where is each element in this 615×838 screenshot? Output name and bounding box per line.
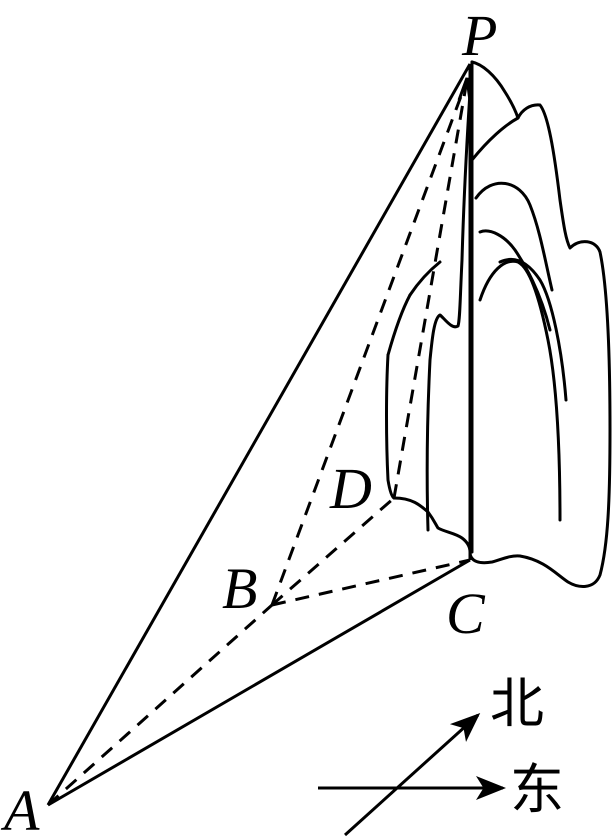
north-label: 北	[490, 672, 544, 735]
mountain-illustration	[385, 60, 612, 588]
line-BD	[271, 496, 395, 607]
line-AC	[47, 558, 471, 807]
label-A: A	[0, 778, 40, 838]
line-PA	[46, 63, 472, 806]
compass: 北 东	[318, 672, 564, 837]
line-DP	[392, 79, 469, 499]
arrowhead-P	[457, 77, 472, 102]
east-label: 东	[510, 758, 564, 821]
label-C: C	[446, 581, 486, 646]
label-D: D	[329, 456, 372, 521]
north-arrow	[343, 712, 481, 837]
label-B: B	[222, 556, 257, 621]
line-BP	[270, 79, 469, 606]
line-BC	[271, 558, 471, 607]
line-AB	[47, 603, 273, 807]
label-P: P	[461, 3, 497, 68]
